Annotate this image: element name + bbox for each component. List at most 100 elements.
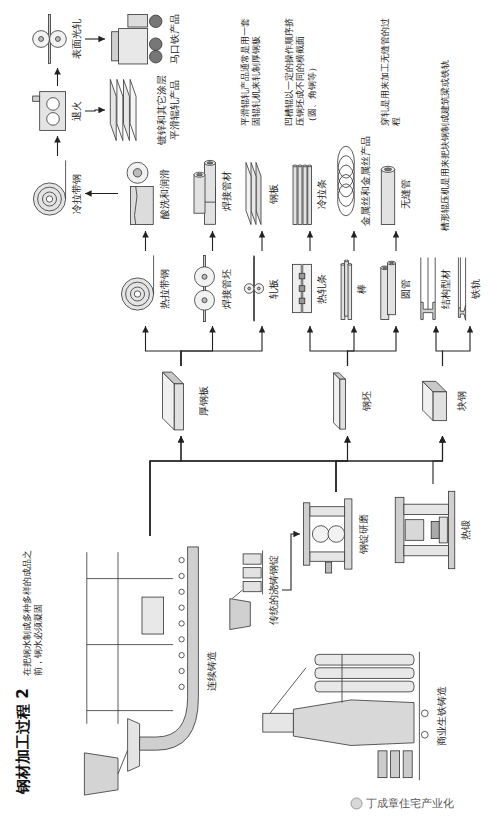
drawing-stroke [86, 552, 87, 724]
flow-arrow [57, 68, 58, 86]
process-illustration [194, 160, 216, 224]
step-label: 冷拉带钢 [71, 174, 84, 214]
process-step: 棒 [338, 251, 370, 326]
drawing-stroke [243, 568, 261, 578]
drawing-stroke [205, 160, 216, 165]
step-label: 铁轨 [470, 279, 483, 299]
drawing-stroke [338, 146, 355, 178]
drawing-stroke [395, 497, 404, 562]
drawing-stroke [325, 562, 331, 573]
step-label: 热拉带钢 [159, 269, 172, 309]
process-illustration [458, 257, 465, 320]
drawing-stroke [345, 260, 349, 262]
drawing-stroke [308, 166, 312, 225]
flow-arrow [150, 436, 181, 536]
drawing-stroke [345, 499, 352, 569]
process-step: 圆管 [378, 251, 414, 326]
drawing-stroke [299, 298, 305, 304]
drawing-stroke [299, 286, 305, 292]
drawing-stroke [381, 166, 394, 172]
drawing-stroke [244, 284, 254, 294]
drawing-stroke [254, 284, 264, 294]
process-illustration [127, 162, 153, 224]
drawing-stroke [298, 166, 302, 225]
flow-arrow [433, 436, 443, 484]
process-illustration [121, 255, 153, 310]
process-illustration [244, 256, 263, 321]
drawing-stroke [310, 552, 345, 561]
step-label: 厚钢板 [198, 386, 211, 416]
process-illustration [421, 257, 435, 319]
drawing-stroke [87, 644, 173, 645]
drawing-stroke [428, 257, 429, 309]
drawing-stroke [342, 654, 343, 702]
process-illustration [163, 372, 184, 430]
drawing-stroke [33, 96, 40, 101]
drawing-stroke [423, 381, 447, 392]
flow-arrow [57, 136, 58, 156]
step-label: 无缝管 [400, 179, 413, 209]
drawing-stroke [50, 31, 67, 48]
drawing-stroke [87, 710, 173, 711]
process-step: 镀锌和其它涂层平滑辊轧产品 [105, 73, 183, 147]
drawing-stroke [179, 605, 184, 610]
drawing-stroke [243, 554, 261, 564]
drawing-stroke [117, 79, 123, 140]
drawing-stroke [378, 751, 387, 778]
drawing-stroke [263, 713, 294, 732]
drawing-stroke [196, 173, 202, 175]
process-step: 焊接管材 [190, 151, 235, 231]
flow-arrow [85, 193, 118, 194]
drawing-stroke [383, 267, 387, 269]
drawing-stroke [202, 274, 207, 279]
flow-arrow [348, 326, 355, 366]
drawing-stroke [87, 578, 173, 579]
drawing-stroke [55, 37, 60, 42]
drawing-stroke [128, 15, 148, 27]
drawing-stroke [230, 599, 251, 630]
drawing-stroke [270, 668, 306, 714]
flow-arrow [150, 436, 348, 536]
drawing-stroke [133, 169, 141, 177]
drawing-stroke [179, 653, 184, 658]
drawing-stroke [435, 257, 436, 302]
process-step: 表面光轧 [30, 10, 85, 68]
flow-arrow [85, 110, 105, 111]
drawing-stroke [110, 79, 116, 140]
drawing-stroke [310, 507, 345, 516]
process-step: 热拉带钢 [118, 251, 173, 326]
process-illustration [230, 550, 263, 629]
process-step: 马口铁产品 [105, 10, 183, 68]
note-text: 穿轧是用来加工无缝管的过程 [380, 11, 403, 126]
drawing-stroke [257, 287, 260, 290]
drawing-stroke [174, 384, 183, 430]
process-illustration [304, 499, 352, 573]
drawing-stroke [207, 162, 213, 164]
step-label: 块钢 [456, 391, 469, 411]
process-step: 冷拉带钢 [30, 156, 85, 231]
drawing-stroke [421, 710, 428, 717]
drawing-stroke [149, 15, 161, 27]
process-illustration [381, 261, 396, 319]
process-step: 连续铸造 [80, 536, 220, 806]
drawing-stroke [130, 79, 136, 140]
watermark: 丁成章住宅产业化 [366, 796, 454, 811]
flow-arrow [85, 38, 105, 39]
flow-arrow [395, 231, 396, 251]
drawing-stroke [194, 172, 205, 177]
flow-arrow [353, 231, 354, 251]
process-step: 酸洗和润滑 [118, 156, 173, 231]
drawing-stroke [312, 526, 329, 543]
drawing-stroke [334, 373, 346, 379]
step-label: 钢板 [268, 184, 281, 204]
drawing-stroke [251, 162, 256, 224]
drawing-stroke [127, 162, 148, 183]
process-step: 商业生铁铸造 [250, 646, 450, 786]
step-label: 热锻 [460, 520, 473, 540]
drawing-stroke [149, 50, 161, 62]
flow-arrow [145, 231, 146, 251]
flow-arrow [282, 534, 300, 590]
drawing-stroke [121, 278, 153, 310]
process-step: 金属丝和金属丝产品 [334, 131, 374, 231]
